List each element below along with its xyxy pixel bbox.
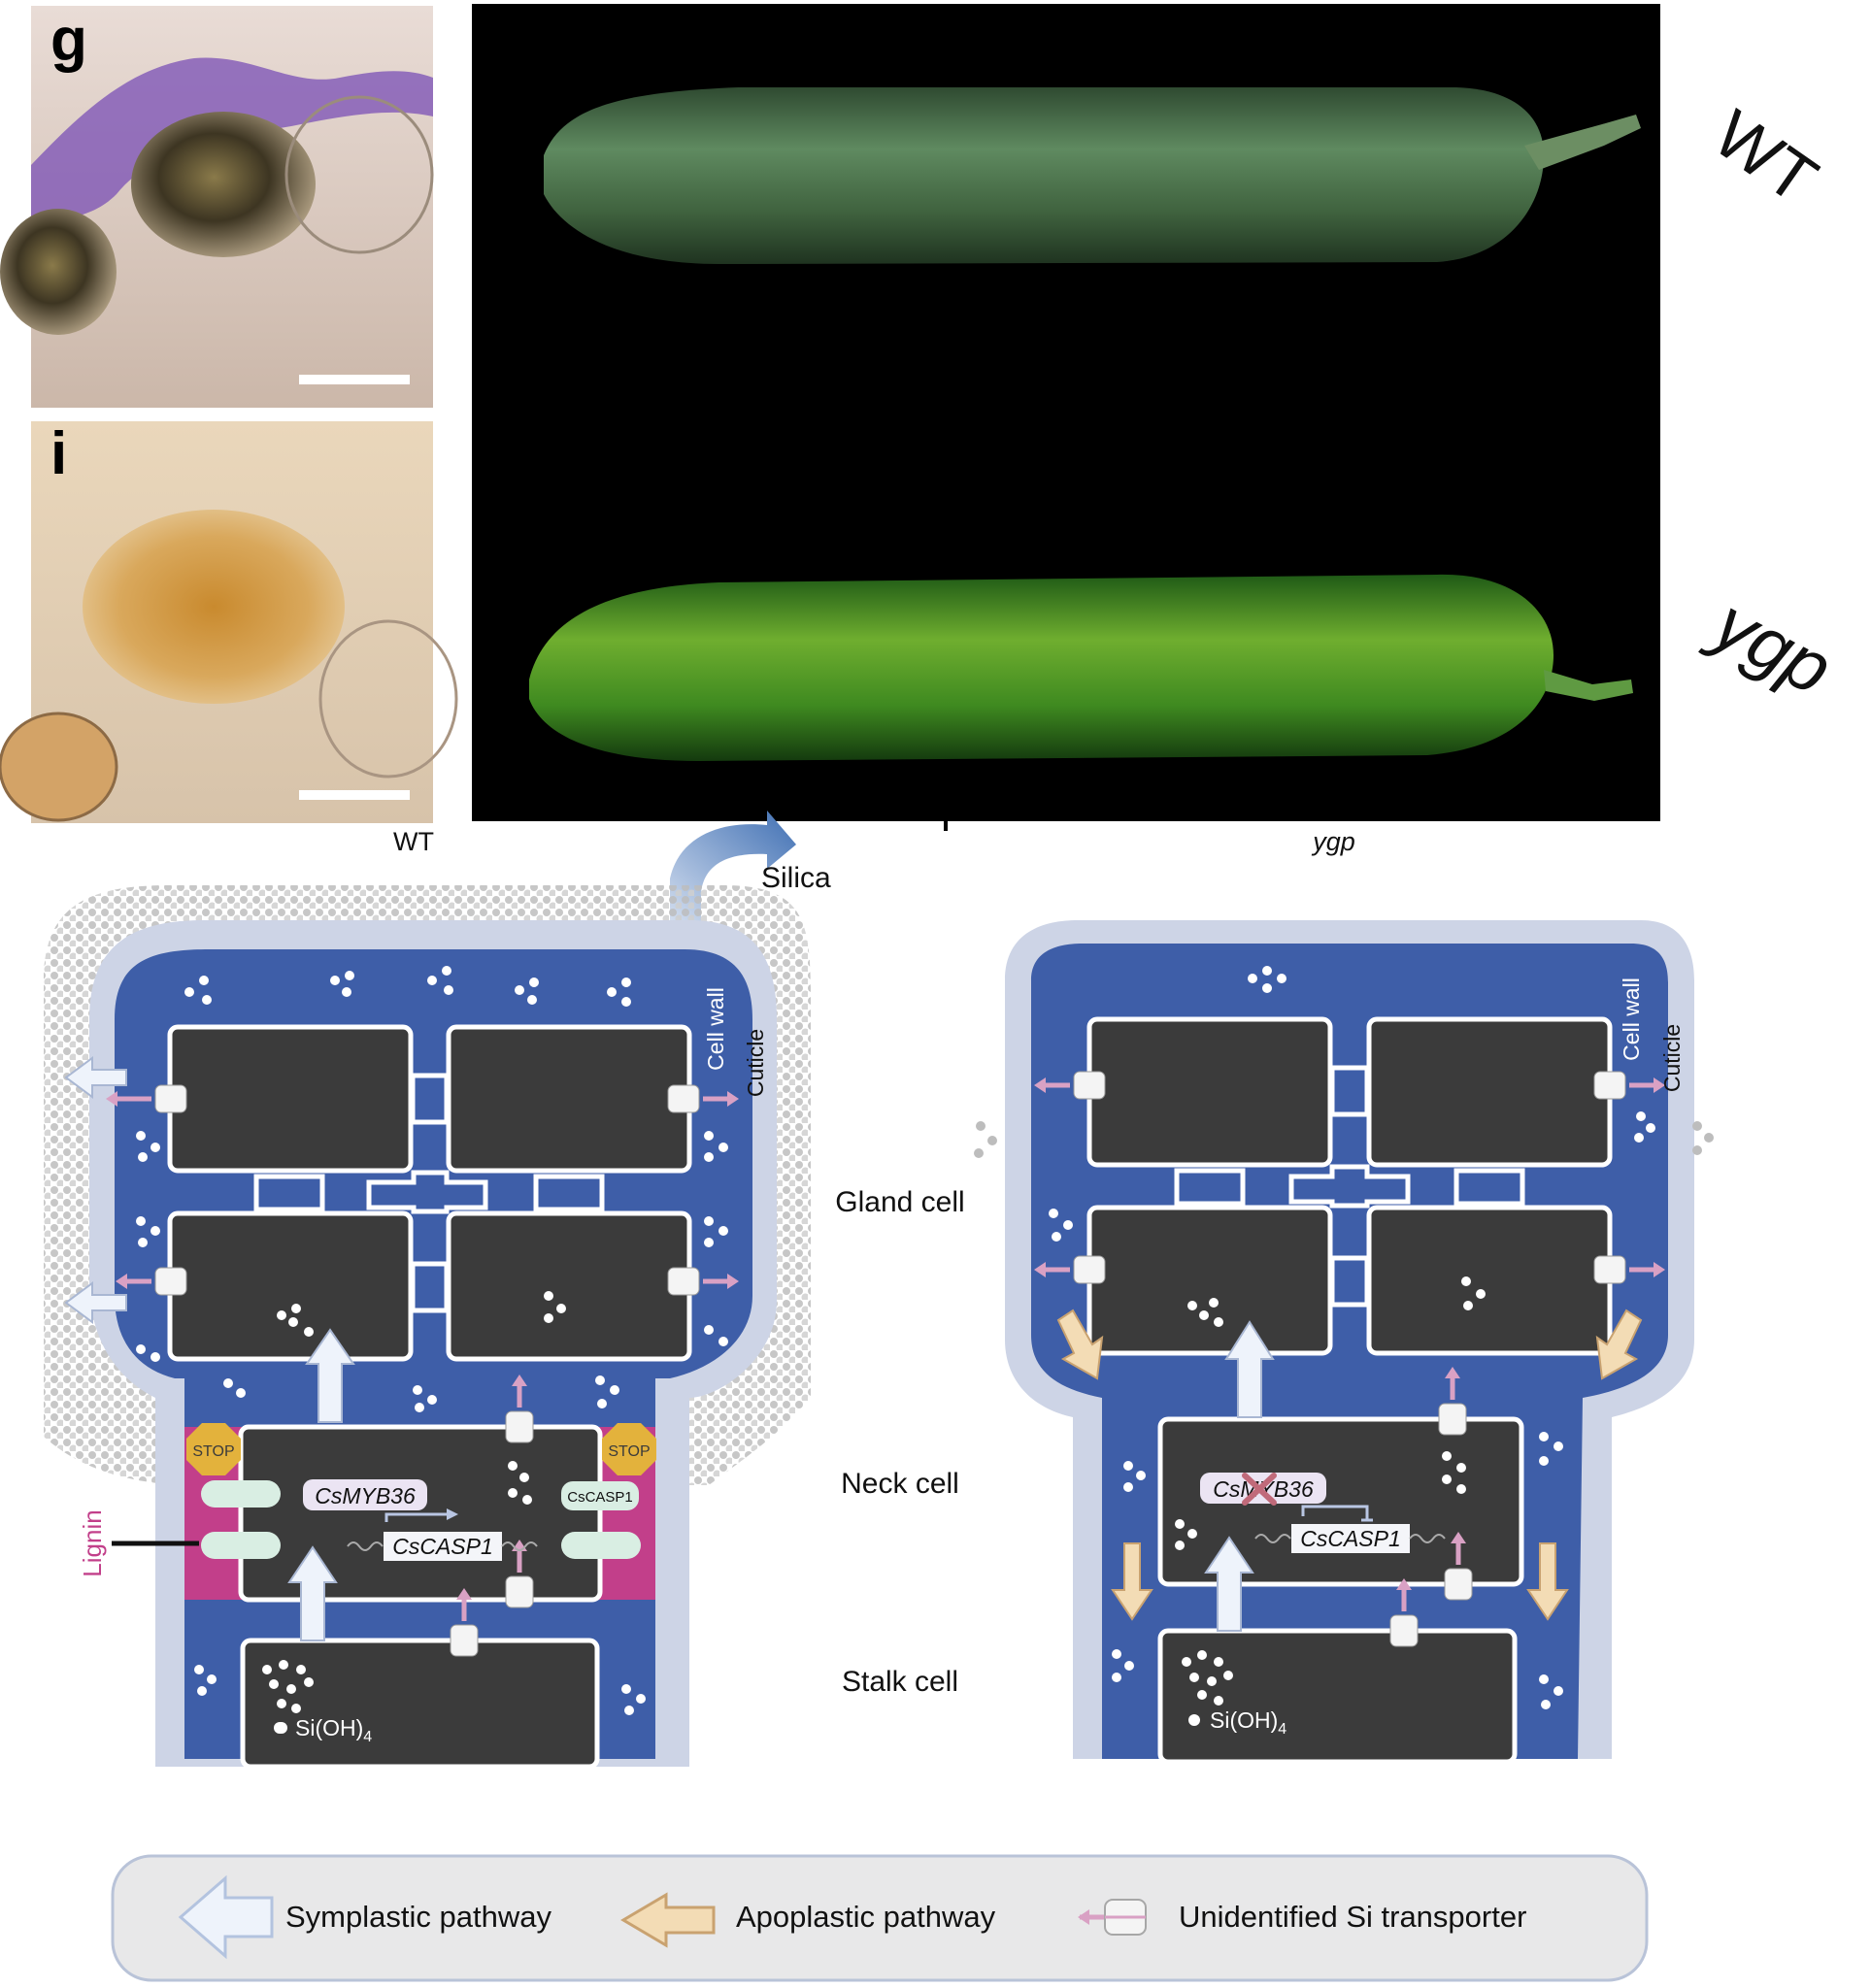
- ygp-cell: CsMYB36 CsCASP1 Si(OH)4 Cell wall Cuticl…: [974, 920, 1714, 1765]
- legend: Symplastic pathway Apoplastic pathway Un…: [111, 1854, 1649, 1982]
- wt-cell: CsMYB36 CsCASP1 CsCASP1 STOP STOP Lignin…: [44, 885, 811, 1770]
- ygp-symplastic-arrows: [1204, 1320, 1275, 1632]
- cucumber-ygp: [529, 574, 1633, 761]
- wt-symplastic-arrows: [64, 1056, 355, 1641]
- ygp-apoplastic-arrows: [1056, 1309, 1643, 1621]
- diagram-title-wt: WT: [393, 827, 434, 856]
- sioh4-label-wt: Si(OH)4: [295, 1715, 372, 1745]
- stop-sign-left: STOP: [186, 1423, 241, 1475]
- cscasp1-box-ygp: [1291, 1524, 1410, 1553]
- cucumber-photo: [472, 4, 1660, 831]
- panel-label-g: g: [50, 7, 87, 74]
- wt-transporters: [106, 1084, 739, 1657]
- transporter-icon: [1078, 1899, 1147, 1936]
- svg-text:STOP: STOP: [608, 1443, 650, 1460]
- photo-label-wt: WT: [1700, 95, 1830, 217]
- legend-transporter: Unidentified Si transporter: [1179, 1900, 1526, 1934]
- apoplastic-arrow-icon: [620, 1892, 716, 1948]
- micrograph-g: g: [0, 6, 434, 408]
- legend-apoplastic: Apoplastic pathway: [736, 1900, 996, 1934]
- cscasp1-label: CsCASP1: [392, 1534, 493, 1559]
- legend-symplastic: Symplastic pathway: [285, 1900, 551, 1934]
- panel-label-i: i: [50, 420, 67, 487]
- svg-text:STOP: STOP: [192, 1443, 234, 1460]
- photo-label-ygp: ygp: [1697, 580, 1846, 712]
- gland-cell-label: Gland cell: [835, 1186, 964, 1218]
- knockout-x-icon: [1242, 1473, 1277, 1506]
- csmyb36-box: [303, 1479, 427, 1510]
- diagram-title-ygp: ygp: [1311, 827, 1355, 856]
- stop-sign-right: STOP: [602, 1423, 656, 1475]
- silica-label: Silica: [761, 862, 831, 894]
- cucumber-wt: [544, 87, 1641, 264]
- silica-arrow: Silica: [670, 811, 831, 922]
- cscasp1-protein-label: CsCASP1: [567, 1489, 633, 1506]
- cuticle-label-ygp: Cuticle: [1659, 1024, 1685, 1092]
- cscasp1-label-ygp: CsCASP1: [1300, 1526, 1401, 1551]
- cell-wall-label-ygp: Cell wall: [1619, 977, 1644, 1061]
- neck-cell-label: Neck cell: [841, 1468, 959, 1500]
- stalk-cell-label: Stalk cell: [842, 1666, 958, 1698]
- sioh4-label-ygp: Si(OH)4: [1210, 1707, 1286, 1738]
- csmyb36-label: CsMYB36: [315, 1483, 416, 1508]
- symplastic-arrow-icon: [178, 1874, 274, 1960]
- ygp-si-particles: [974, 966, 1714, 1709]
- lignin-label: Lignin: [78, 1509, 107, 1576]
- ygp-transporters: [1034, 1071, 1665, 1647]
- cell-wall-label-wt: Cell wall: [703, 987, 728, 1071]
- cscasp1-box: [384, 1532, 502, 1561]
- cuticle-label-wt: Cuticle: [743, 1029, 768, 1097]
- wt-si-particles: [136, 966, 728, 1734]
- micrograph-i: i: [0, 420, 458, 823]
